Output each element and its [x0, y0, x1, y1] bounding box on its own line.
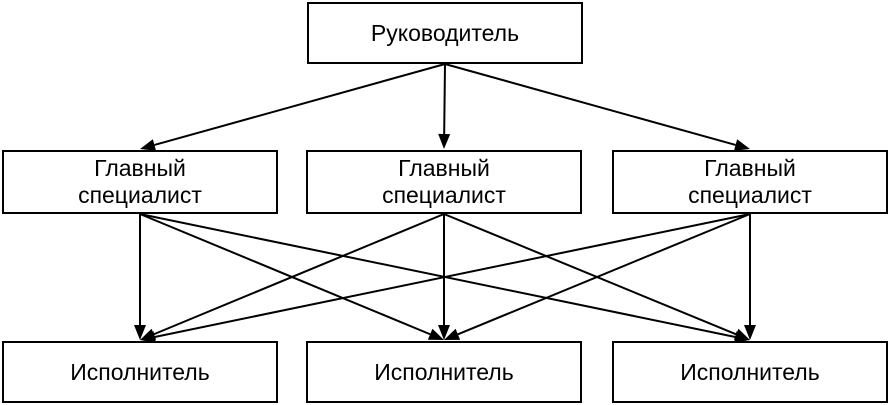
chief-specialist-label-1: Главный специалист: [78, 155, 202, 208]
chief-specialist-label-2: Главный специалист: [382, 155, 506, 208]
connector-line: [154, 213, 751, 338]
head-label: Руководитель: [370, 19, 520, 46]
chief-specialist-box-1: Главный специалист: [2, 150, 278, 214]
arrowhead-icon: [438, 325, 450, 340]
connector-specialist_2-to-executor_3: [443, 213, 750, 340]
connector-specialist_1-to-executor_2: [139, 213, 444, 340]
executor-label-1: Исполнитель: [70, 358, 210, 385]
connector-line: [457, 213, 751, 336]
arrowhead-icon: [140, 139, 157, 151]
arrowhead-icon: [438, 133, 451, 149]
connector-line: [443, 213, 737, 336]
connector-line: [139, 213, 431, 336]
arrowhead-icon: [427, 328, 444, 340]
arrowhead-icon: [444, 328, 461, 340]
connector-line: [139, 213, 736, 338]
connector-specialist_1-to-executor_1: [134, 214, 146, 340]
connector-specialist_3-to-executor_3: [744, 214, 756, 340]
arrowhead-icon: [140, 331, 156, 343]
connector-head-to-specialist_3: [444, 63, 750, 151]
chief-specialist-label-3: Главный специалист: [688, 155, 812, 208]
arrowhead-icon: [733, 139, 750, 151]
chief-specialist-box-3: Главный специалист: [612, 150, 888, 214]
arrowhead-icon: [744, 325, 756, 340]
executor-label-3: Исполнитель: [680, 358, 820, 385]
executor-box-3: Исполнитель: [612, 341, 888, 403]
connector-specialist_3-to-executor_2: [444, 213, 751, 340]
connector-line: [154, 63, 446, 146]
connector-specialist_2-to-executor_2: [438, 214, 450, 340]
connector-specialist_3-to-executor_1: [140, 213, 751, 343]
connector-head-to-specialist_1: [140, 63, 446, 151]
connector-line: [444, 63, 736, 146]
connector-head-to-specialist_2: [438, 63, 451, 149]
executor-box-1: Исполнитель: [2, 341, 278, 403]
arrowhead-icon: [733, 328, 750, 340]
executor-label-2: Исполнитель: [374, 358, 514, 385]
chief-specialist-box-2: Главный специалист: [306, 150, 582, 214]
arrowhead-icon: [134, 325, 146, 340]
connector-line: [443, 63, 446, 135]
connector-line: [153, 213, 445, 336]
executor-box-2: Исполнитель: [306, 341, 582, 403]
head-box: Руководитель: [307, 2, 583, 64]
